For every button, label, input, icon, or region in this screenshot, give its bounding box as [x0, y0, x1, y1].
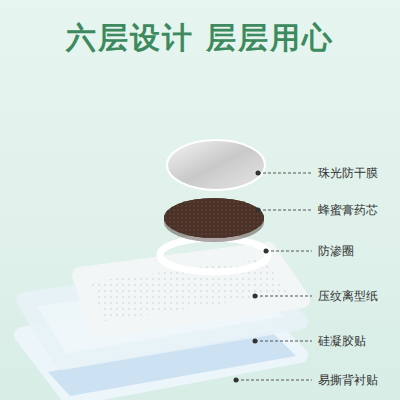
layer-label: 防渗圈: [318, 243, 354, 260]
layer-label: 易撕背衬贴: [318, 372, 378, 389]
layer-label: 珠光防干膜: [318, 165, 378, 182]
layer-label: 硅凝胶贴: [318, 333, 366, 350]
layer-label: 蜂蜜膏药芯: [318, 202, 378, 219]
layer-label: 压纹离型纸: [318, 288, 378, 305]
page-title: 六层设计 层层用心: [66, 18, 334, 59]
